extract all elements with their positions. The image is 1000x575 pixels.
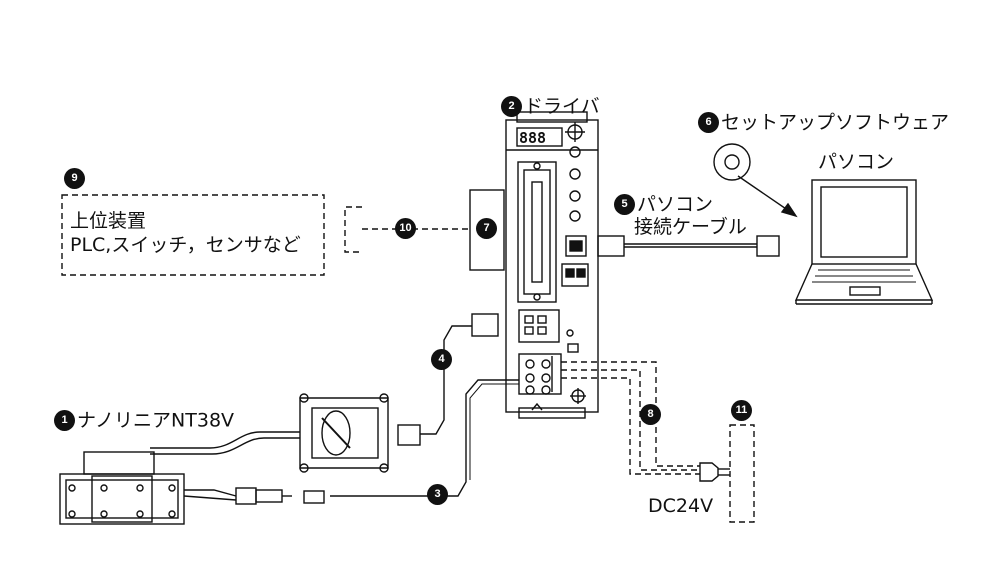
pc-label: パソコン	[818, 151, 895, 173]
dsub-connector	[150, 393, 389, 473]
setup-software-disc	[713, 143, 798, 218]
badge-7: 7	[476, 218, 497, 239]
badge-3: 3	[427, 484, 448, 505]
driver-unit: 888	[505, 111, 599, 419]
power-supply-box	[729, 424, 755, 523]
power-cable	[561, 361, 700, 475]
nano-linear-motor	[59, 451, 292, 525]
power-label: DC24V	[648, 495, 714, 517]
pc-cable-label-2: 接続ケーブル	[634, 216, 747, 238]
badge-5: 5	[614, 194, 635, 215]
io-connector-block	[469, 189, 505, 271]
badge-6: 6	[698, 112, 719, 133]
laptop-pc	[794, 179, 934, 305]
host-device-box	[61, 194, 325, 276]
host-label-2: PLC,スイッチ，センサなど	[70, 234, 301, 256]
badge-2: 2	[501, 96, 522, 117]
badge-9: 9	[64, 168, 85, 189]
host-label-1: 上位装置	[70, 210, 147, 232]
badge-8: 8	[640, 404, 661, 425]
host-link-bracket	[344, 206, 362, 253]
power-plug	[699, 462, 730, 482]
svg-text:888: 888	[519, 129, 546, 147]
badge-11: 11	[731, 400, 752, 421]
badge-10: 10	[395, 218, 416, 239]
badge-1: 1	[54, 410, 75, 431]
encoder-cable	[397, 313, 499, 446]
pc-cable	[597, 235, 780, 257]
badge-4: 4	[431, 349, 452, 370]
